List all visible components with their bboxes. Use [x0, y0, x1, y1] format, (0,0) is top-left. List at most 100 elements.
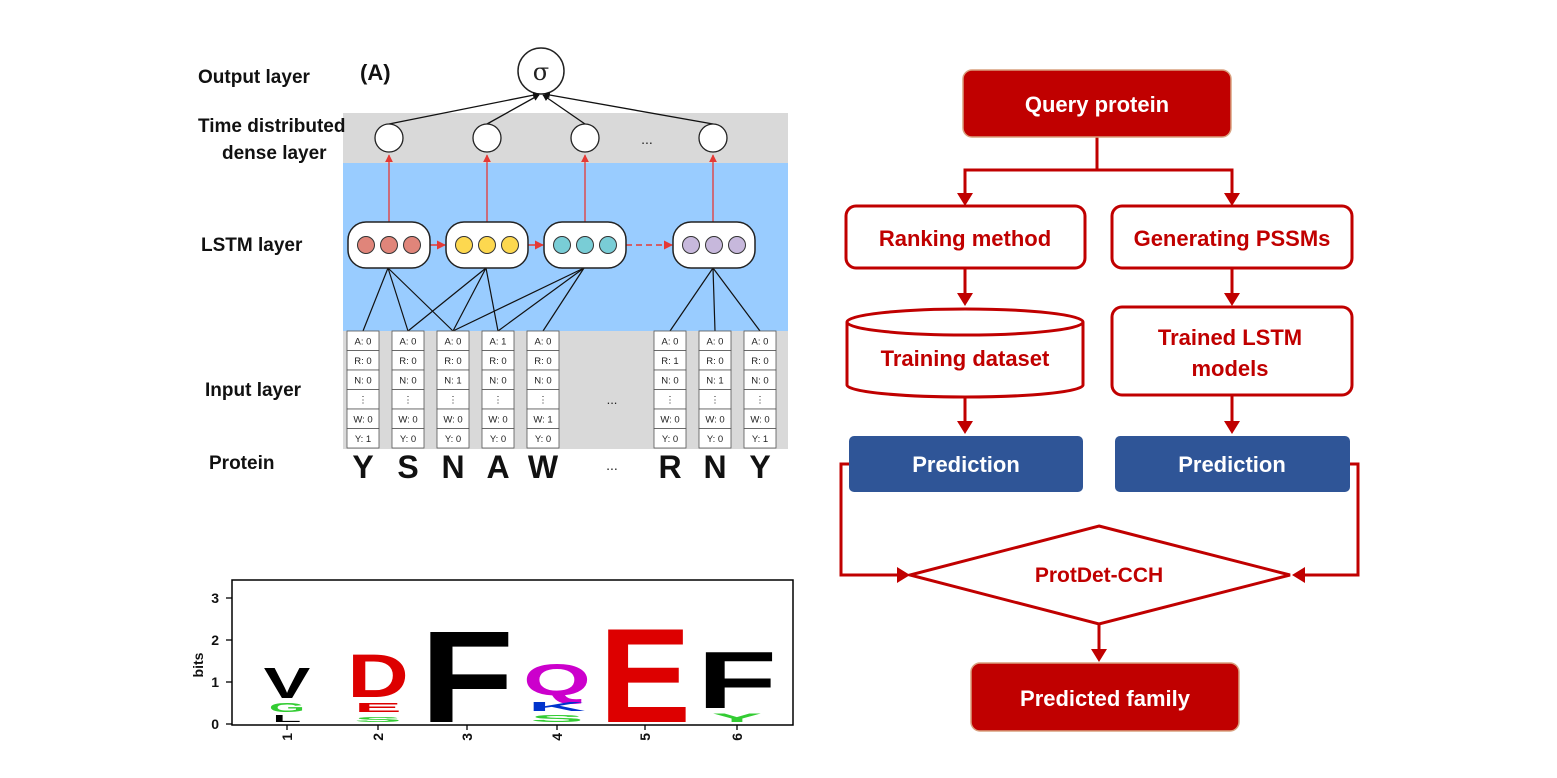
- one-hot-column: A: 0R: 0N: 0⋮W: 0Y: 1Y: [743, 330, 777, 485]
- one-hot-cell-value: N: 0: [354, 376, 371, 387]
- panel-a-tag: (A): [360, 60, 391, 85]
- logo-letter-S: S: [355, 715, 402, 724]
- logo-ytick: 2: [211, 632, 219, 648]
- prediction-right-text: Prediction: [1178, 452, 1286, 477]
- prediction-left-text: Prediction: [912, 452, 1020, 477]
- lstm-unit: [445, 221, 529, 269]
- one-hot-cell: [346, 428, 380, 449]
- predicted-family-text: Predicted family: [1020, 686, 1191, 711]
- generating-pssms-text: Generating PSSMs: [1134, 226, 1331, 251]
- one-hot-cell-value: A: 0: [355, 337, 372, 348]
- lstm-unit: [672, 221, 756, 269]
- one-hot-cell: [391, 428, 425, 449]
- query-protein-text: Query protein: [1025, 92, 1169, 117]
- one-hot-cell-value: Y: 0: [535, 434, 551, 445]
- one-hot-encoding-columns: A: 0 R: 0 N: 0 ⋮ W: 0 Y: 1 Y A: 0 R: 0 N: 0 ⋮ W: 0 Y…: [346, 330, 777, 485]
- one-hot-cell-value: N: 0: [399, 376, 416, 387]
- logo-xtick: 2: [370, 733, 386, 741]
- protdet-cch-text: ProtDet-CCH: [1035, 564, 1163, 587]
- one-hot-cell-value: ⋮: [493, 395, 503, 406]
- logo-letter-L: L: [273, 713, 301, 724]
- one-hot-cell-value: W: 0: [488, 415, 507, 426]
- dense-to-output-connections: [388, 91, 714, 125]
- dense-node: [472, 123, 502, 153]
- protein-residue-letter: R: [658, 449, 681, 485]
- dense-node: [374, 123, 404, 153]
- sigmoid-output-node: [517, 47, 565, 95]
- one-hot-cell-value: R: 0: [489, 356, 506, 367]
- ranking-method-text: Ranking method: [879, 226, 1051, 251]
- dense-node: [698, 123, 728, 153]
- one-hot-cell-value: N: 0: [534, 376, 551, 387]
- protein-residue-letter: S: [397, 449, 418, 485]
- one-hot-column: A: 0R: 0N: 0⋮W: 0Y: 0S: [391, 330, 425, 485]
- prediction-flowchart: Query protein Ranking method Generating …: [839, 69, 1360, 732]
- logo-ytick: 3: [211, 590, 219, 606]
- one-hot-column: A: 0R: 0N: 1⋮W: 0Y: 0N: [436, 330, 470, 485]
- one-hot-cell-value: Y: 1: [355, 434, 371, 445]
- one-hot-column: A: 0R: 1N: 0⋮W: 0Y: 0R: [653, 330, 687, 485]
- logo-letter-S2: S: [531, 713, 584, 724]
- one-hot-cell-value: ⋮: [538, 395, 548, 406]
- protein-residue-letter: N: [441, 449, 464, 485]
- dense-nodes: [374, 123, 728, 153]
- logo-stacks: V G L D E S F Q K S E F Y: [264, 601, 777, 751]
- dense-layer-label-line2: dense layer: [222, 143, 327, 164]
- one-hot-cell-value: ⋮: [755, 395, 765, 406]
- logo-letter-V: V: [264, 659, 311, 707]
- one-hot-cell-value: W: 0: [398, 415, 417, 426]
- protein-residue-letter: Y: [352, 449, 373, 485]
- logo-y-label: bits: [190, 652, 206, 677]
- one-hot-column: A: 0R: 0N: 0⋮W: 1Y: 0W: [526, 330, 560, 485]
- one-hot-cell-value: ⋮: [358, 395, 368, 406]
- one-hot-cell-value: R: 0: [534, 356, 551, 367]
- one-hot-cell-value: Y: 0: [490, 434, 506, 445]
- one-hot-cell-value: N: 1: [444, 376, 461, 387]
- one-hot-cell-value: A: 0: [535, 337, 552, 348]
- logo-xtick: 1: [279, 733, 295, 741]
- one-hot-cell-value: Y: 0: [400, 434, 416, 445]
- one-hot-cell-value: ⋮: [665, 395, 675, 406]
- one-hot-cell: [481, 428, 515, 449]
- predicted-family-box: [970, 662, 1240, 732]
- input-layer-label: Input layer: [205, 380, 302, 401]
- lstm-unit: [543, 221, 627, 269]
- logo-letter-Y: Y: [712, 711, 762, 724]
- one-hot-cell: [526, 428, 560, 449]
- one-hot-cell-value: ⋮: [403, 395, 413, 406]
- logo-letter-K: K: [528, 699, 585, 714]
- one-hot-cell-value: ⋮: [448, 395, 458, 406]
- flow-arrowheads: [897, 193, 1305, 662]
- one-hot-cell-value: Y: 0: [445, 434, 461, 445]
- logo-xtick: 6: [729, 733, 745, 741]
- logo-letter-F2: F: [697, 636, 777, 726]
- lstm-layer-label: LSTM layer: [201, 235, 303, 256]
- one-hot-cell: [698, 428, 732, 449]
- protein-residue-letter: W: [528, 449, 559, 485]
- trained-lstm-text-line2: models: [1191, 356, 1268, 381]
- logo-letter-E: E: [355, 700, 402, 715]
- one-hot-cell-value: R: 0: [354, 356, 371, 367]
- input-ellipsis: ...: [607, 392, 618, 407]
- logo-letter-D: D: [347, 642, 408, 711]
- generating-pssms-box: [1110, 204, 1354, 270]
- training-dataset-text: Training dataset: [881, 346, 1050, 371]
- one-hot-cell: [436, 428, 470, 449]
- sequence-logo: V G L D E S F Q K S E F Y 0: [190, 579, 794, 751]
- dense-layer-label-line1: Time distributed: [198, 116, 345, 137]
- one-hot-cell-value: A: 0: [662, 337, 679, 348]
- protein-residue-letter: N: [703, 449, 726, 485]
- prediction-box-left: [849, 436, 1083, 492]
- one-hot-cell-value: N: 0: [489, 376, 506, 387]
- one-hot-cell-value: R: 0: [751, 356, 768, 367]
- trained-lstm-text-line1: Trained LSTM: [1158, 325, 1302, 350]
- input-to-lstm-connections: [362, 267, 761, 332]
- one-hot-cell-value: A: 0: [752, 337, 769, 348]
- one-hot-cell-value: N: 0: [661, 376, 678, 387]
- one-hot-cell-value: Y: 0: [707, 434, 723, 445]
- one-hot-cell-value: Y: 0: [662, 434, 678, 445]
- one-hot-cell-value: R: 0: [706, 356, 723, 367]
- lstm-architecture-panel: Output layer (A) Time distributed dense …: [198, 47, 788, 485]
- protein-ellipsis: ...: [606, 457, 618, 473]
- one-hot-cell: [743, 428, 777, 449]
